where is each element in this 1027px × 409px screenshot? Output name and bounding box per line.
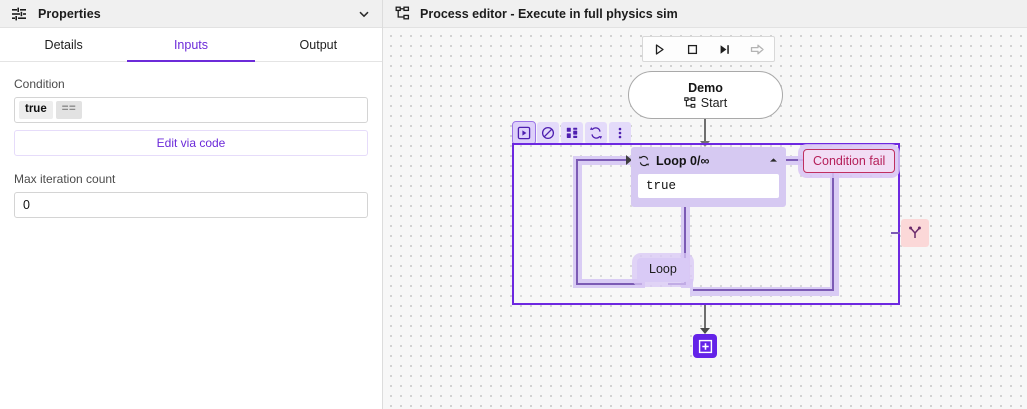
flow-canvas[interactable]: Demo Start	[383, 28, 1027, 409]
condition-input[interactable]: true ==	[14, 97, 368, 123]
play-icon[interactable]	[643, 37, 676, 61]
wire-add-arrowhead	[700, 328, 710, 334]
wire-branch-stub	[891, 232, 900, 234]
loop-node[interactable]: Loop 0/∞ true	[631, 147, 786, 207]
properties-tabs: Details Inputs Output	[0, 28, 382, 62]
wire-halo-exit-bottom	[690, 287, 839, 296]
group-icon[interactable]	[561, 122, 583, 144]
loop-node-title: Loop 0/∞	[656, 153, 710, 168]
stop-icon[interactable]	[676, 37, 709, 61]
condition-operator-chip[interactable]: ==	[55, 101, 83, 119]
disable-node-icon[interactable]	[537, 122, 559, 144]
loop-back-node[interactable]: Loop	[637, 258, 689, 282]
condition-fail-badge[interactable]: Condition fail	[803, 149, 896, 174]
wire-loopnode-down	[684, 207, 686, 285]
run-node-icon[interactable]	[512, 121, 536, 145]
editor-title: Process editor - Execute in full physics…	[420, 6, 678, 21]
sitemap-icon	[395, 6, 410, 21]
wire-start-to-loop	[704, 119, 706, 145]
wire-feedback-bottom	[576, 283, 642, 285]
branch-chip[interactable]	[901, 219, 929, 247]
sliders-icon	[11, 6, 27, 22]
wire-loopback-right	[668, 283, 686, 285]
wire-feedback-vertical	[576, 159, 578, 285]
wire-halo-exit-vertical	[830, 156, 839, 296]
wire-exit-vertical	[832, 159, 834, 291]
more-options-icon[interactable]	[609, 122, 631, 144]
start-node-subtitle-row: Start	[684, 96, 727, 110]
chevron-down-icon[interactable]	[357, 7, 371, 21]
continue-arrow-icon[interactable]	[741, 37, 774, 61]
properties-panel: Properties Details Inputs Output Conditi…	[0, 0, 383, 409]
loop-refresh-icon	[638, 155, 650, 167]
loop-node-header: Loop 0/∞	[638, 147, 779, 174]
condition-label: Condition	[14, 77, 65, 91]
playback-toolbar	[642, 36, 775, 62]
inputs-form: Condition true == Edit via code Max iter…	[0, 62, 382, 218]
start-node-title: Demo	[688, 80, 723, 95]
add-plus-icon	[698, 339, 713, 354]
panel-title: Properties	[38, 6, 101, 21]
tab-inputs[interactable]: Inputs	[127, 28, 254, 61]
wire-feedback-arrowhead	[626, 155, 632, 165]
tab-details[interactable]: Details	[44, 37, 83, 52]
start-node[interactable]: Demo Start	[628, 71, 783, 119]
flow-start-icon	[684, 96, 696, 109]
wire-halo-loopback-right	[681, 279, 693, 288]
condition-value-chip[interactable]: true	[19, 101, 53, 119]
chevron-up-icon[interactable]	[768, 155, 779, 166]
loop-expression-field[interactable]: true	[638, 174, 779, 198]
process-editor: Process editor - Execute in full physics…	[383, 0, 1027, 409]
add-node-button[interactable]	[693, 334, 717, 358]
node-toolbar	[512, 121, 631, 145]
loop-icon[interactable]	[585, 122, 607, 144]
wire-container-to-add	[704, 305, 706, 333]
form-spacer	[14, 156, 368, 172]
tab-output[interactable]: Output	[299, 37, 338, 52]
wire-exit-bottom	[693, 289, 834, 291]
step-forward-icon[interactable]	[709, 37, 742, 61]
max-iteration-input[interactable]	[14, 192, 368, 218]
loop-expression-value: true	[646, 179, 677, 193]
edit-via-code-button[interactable]: Edit via code	[14, 130, 368, 156]
max-iteration-label: Max iteration count	[14, 172, 116, 186]
branch-merge-icon	[907, 225, 923, 241]
properties-header: Properties	[0, 0, 382, 28]
editor-header: Process editor - Execute in full physics…	[383, 0, 1027, 28]
start-node-subtitle: Start	[700, 95, 728, 110]
wire-feedback-top	[576, 159, 632, 161]
